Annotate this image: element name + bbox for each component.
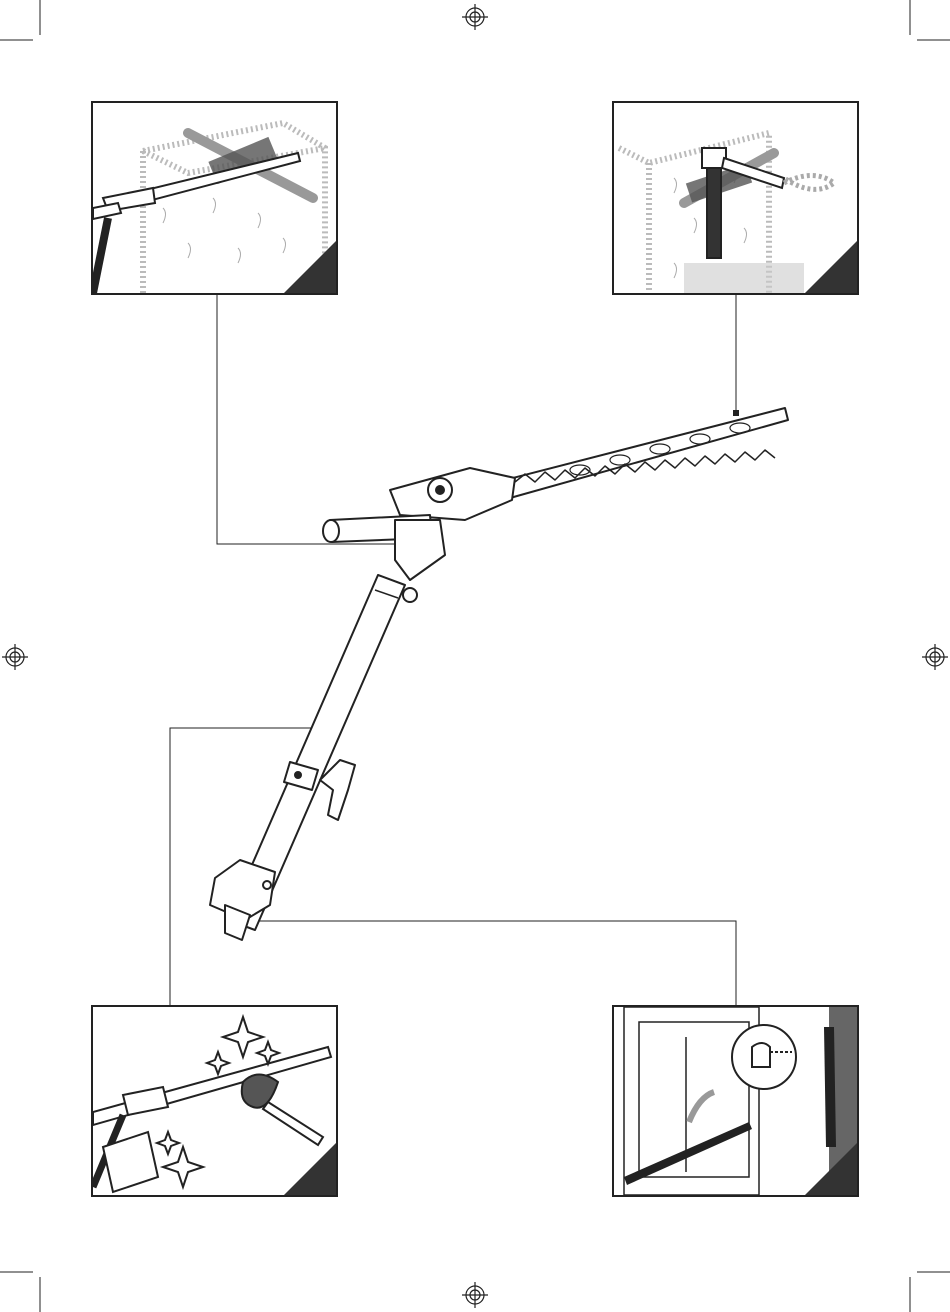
- corner-marker: [805, 241, 857, 293]
- panel-vertical-trimming: [612, 101, 859, 295]
- corner-marker: [284, 1143, 336, 1195]
- corner-marker: [284, 241, 336, 293]
- panel-horizontal-trimming: [91, 101, 338, 295]
- panel-wall-storage: [612, 1005, 859, 1197]
- panel-cleaning: [91, 1005, 338, 1197]
- corner-marker: [805, 1143, 857, 1195]
